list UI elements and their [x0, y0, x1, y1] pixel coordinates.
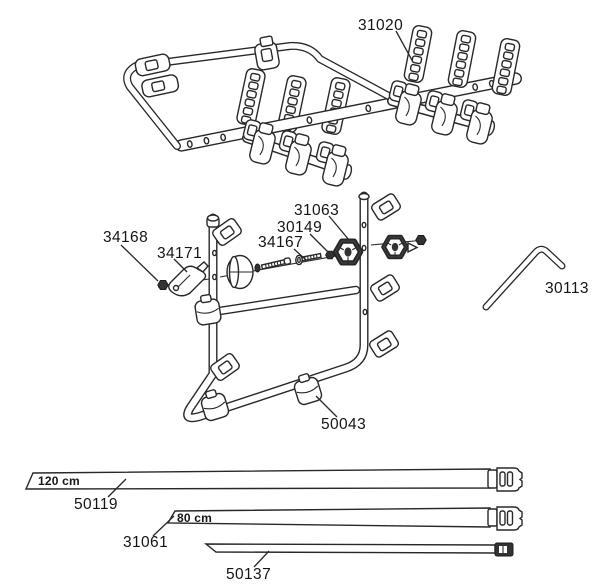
part-label-34171: 34171 [157, 245, 202, 262]
spare-strap [446, 29, 478, 89]
middle-frame-assembly: 34168 34171 34167 30149 31063 50043 [103, 191, 427, 433]
strap-length-label: 80 cm [177, 511, 212, 525]
mounted-strap [320, 75, 352, 137]
dome-knob [226, 254, 254, 290]
part-label-31061: 31061 [123, 534, 168, 551]
strap-buckle-small [494, 542, 514, 557]
allen-key: 30113 [482, 245, 589, 311]
spare-strap [490, 37, 522, 97]
spare-strap [402, 24, 434, 84]
leader-34171 [173, 258, 188, 273]
flange-nut-34168 [157, 280, 169, 290]
part-label-50137: 50137 [226, 566, 271, 583]
part-label-50119: 50119 [74, 496, 118, 513]
part-label-31063: 31063 [294, 202, 339, 219]
upper-tube-frame [123, 41, 400, 150]
part-label-30149: 30149 [277, 219, 322, 236]
part-label-30113: 30113 [545, 280, 589, 297]
strap-buckle [496, 506, 523, 531]
strap-bracket [367, 328, 401, 360]
locking-knob-31063 [335, 241, 360, 263]
leader-34167 [293, 248, 307, 261]
leader-50119 [107, 478, 127, 498]
part-label-50043: 50043 [321, 416, 366, 433]
leader-50137 [253, 550, 270, 568]
leader-31063 [328, 215, 350, 241]
mounted-strap [235, 66, 267, 128]
strap-buckle [496, 467, 523, 492]
frame-clamp [134, 53, 180, 98]
tension-lever-34171 [168, 261, 209, 297]
strap-bracket [368, 272, 402, 304]
part-label-34167: 34167 [258, 234, 303, 251]
part-label-34168: 34168 [103, 229, 148, 246]
strap-120cm: 120 cm 50119 [24, 467, 523, 513]
leader-50043 [315, 395, 338, 418]
washer [254, 263, 261, 273]
leader-31020 [395, 30, 414, 63]
leader-34168 [120, 244, 159, 282]
leader-30149 [309, 233, 330, 254]
frame-clamp [254, 35, 280, 71]
bolt-34167 [295, 252, 322, 266]
bike-clamp [236, 118, 280, 167]
end-nut [415, 235, 427, 245]
leader-31061 [152, 515, 175, 537]
hub-knob [384, 237, 419, 257]
strap-bracket [369, 191, 403, 223]
strap-length-label: 120 cm [38, 474, 80, 488]
strap-thin: 50137 [203, 542, 514, 583]
part-label-31020: 31020 [358, 17, 403, 34]
long-bolt [260, 257, 292, 270]
strap-80cm: 80 cm 31061 [123, 506, 523, 551]
upper-frame-assembly: 31020 [123, 17, 522, 189]
